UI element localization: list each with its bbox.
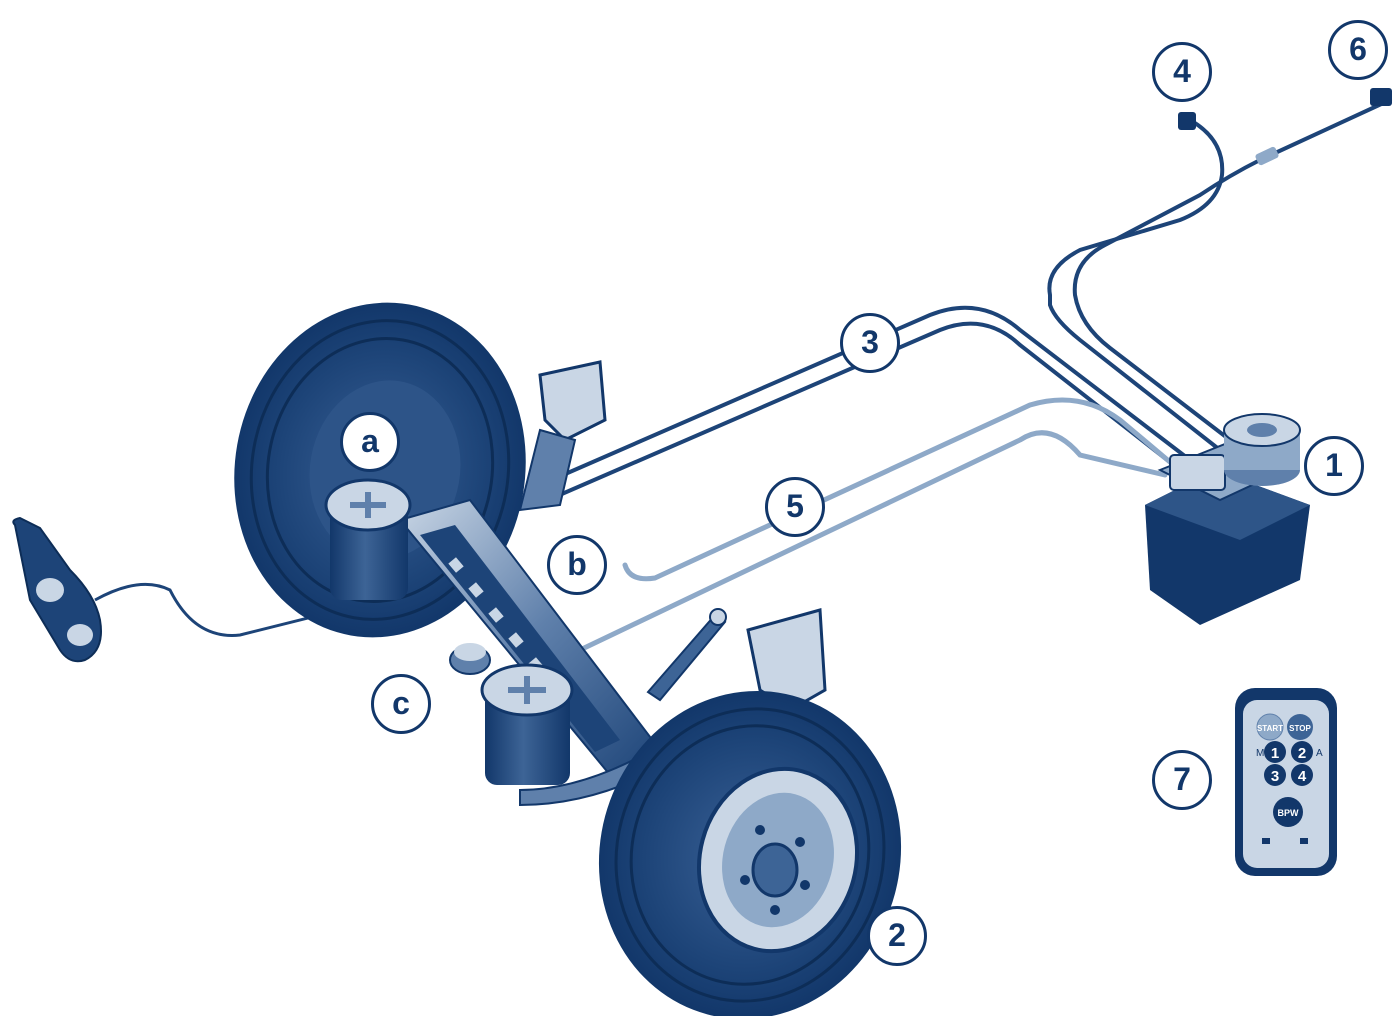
line-3-pair [538, 305, 1192, 502]
callout-1[interactable]: 1 [1304, 436, 1364, 496]
callout-a-label: a [361, 423, 379, 459]
callout-c-label: c [392, 685, 410, 721]
lines-4-6 [1047, 98, 1392, 452]
callout-1-label: 1 [1325, 447, 1343, 483]
brake-chamber [449, 643, 491, 675]
air-spring-c [480, 663, 574, 785]
callout-6[interactable]: 6 [1328, 20, 1388, 80]
front-right-wheel [598, 690, 902, 1016]
remote-button-4: 4 [1298, 768, 1307, 785]
frame-bracket-right [746, 608, 827, 712]
remote-right-mark: A [1316, 748, 1323, 759]
connector-6 [1255, 88, 1392, 166]
connector-4 [1178, 112, 1196, 130]
remote-start-label: START [1257, 724, 1283, 733]
callout-7-label: 7 [1173, 761, 1191, 797]
line-5-pair [577, 397, 1173, 653]
callout-4-label: 4 [1173, 53, 1191, 89]
callout-b-label: b [567, 546, 587, 582]
callout-4[interactable]: 4 [1152, 42, 1212, 102]
remote-control: START STOP 1 2 3 4 M A BPW [1235, 688, 1337, 876]
callout-7[interactable]: 7 [1152, 750, 1212, 810]
callout-a[interactable]: a [340, 412, 400, 472]
pendant-control [12, 516, 102, 663]
callout-2-label: 2 [888, 917, 906, 953]
callout-2[interactable]: 2 [867, 906, 927, 966]
callout-5-label: 5 [786, 488, 804, 524]
callout-3-label: 3 [861, 324, 879, 360]
callout-b[interactable]: b [547, 535, 607, 595]
callout-5[interactable]: 5 [765, 477, 825, 537]
callout-c[interactable]: c [371, 674, 431, 734]
remote-button-1: 1 [1271, 745, 1279, 762]
remote-button-3: 3 [1271, 768, 1279, 785]
shock-absorber [646, 608, 727, 702]
remote-logo: BPW [1278, 808, 1300, 818]
remote-button-2: 2 [1298, 745, 1306, 762]
air-spring-a [324, 478, 412, 600]
callout-3[interactable]: 3 [840, 313, 900, 373]
remote-left-mark: M [1256, 748, 1264, 759]
callout-6-label: 6 [1349, 31, 1367, 67]
hydraulic-power-unit [1145, 413, 1310, 625]
pendant-cable [94, 582, 421, 637]
remote-stop-label: STOP [1289, 724, 1311, 733]
frame-bracket-left [518, 360, 607, 512]
